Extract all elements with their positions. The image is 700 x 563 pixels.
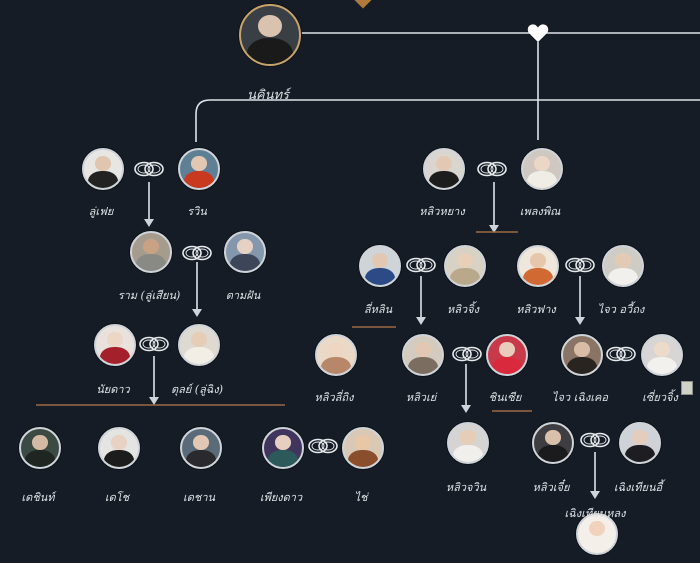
portrait-photo — [239, 4, 301, 66]
person-name: หลิวเย่ — [405, 391, 437, 404]
person-name: ไช่ — [354, 491, 368, 504]
person-name: ไจว อวี้ถง — [597, 303, 645, 316]
portrait-photo — [98, 427, 140, 469]
portrait-photo — [19, 427, 61, 469]
portrait-photo — [342, 427, 384, 469]
person-name: รวิน — [187, 205, 207, 218]
person-name: หลิวเจี๋ย — [532, 481, 570, 494]
portrait-photo — [262, 427, 304, 469]
person-name: หลิวจวิน — [445, 481, 487, 494]
wedding-rings-icon — [604, 345, 638, 363]
person-name: ตามฝัน — [225, 289, 261, 302]
person-name: เดโช — [104, 491, 130, 504]
person-name: หลิวหยาง — [419, 205, 465, 218]
portrait-photo — [423, 148, 465, 190]
person-name: เพลงพิณ — [519, 205, 561, 218]
portrait-photo — [561, 334, 603, 376]
person-name: ลู่เฟย — [88, 205, 114, 218]
portrait-photo — [486, 334, 528, 376]
note-icon — [681, 381, 693, 395]
person-name: หลิวจิ้ง — [447, 303, 479, 316]
heart-icon — [527, 23, 549, 43]
portrait-photo — [602, 245, 644, 287]
portrait-photo — [130, 231, 172, 273]
wedding-rings-icon — [563, 256, 597, 274]
wedding-rings-icon — [132, 160, 166, 178]
person-name: ลี่หลิน — [363, 303, 393, 316]
portrait-photo — [447, 422, 489, 464]
person-name: เดชาน — [182, 491, 216, 504]
person-name: เดชินท์ — [21, 491, 55, 504]
portrait-photo — [521, 148, 563, 190]
person-name: ไจว เฉิงเคอ — [552, 391, 608, 404]
wedding-rings-icon — [404, 256, 438, 274]
wedding-rings-icon — [306, 437, 340, 455]
portrait-photo — [402, 334, 444, 376]
portrait-photo — [178, 148, 220, 190]
portrait-photo — [315, 334, 357, 376]
wedding-rings-icon — [137, 335, 171, 353]
person-name: นคินทร์ — [246, 88, 290, 103]
person-name: นัยดาว — [96, 383, 130, 396]
portrait-photo — [180, 427, 222, 469]
person-name: หลิวฟาง — [516, 303, 556, 316]
portrait-photo — [576, 513, 618, 555]
portrait-photo — [619, 422, 661, 464]
person-name: เฉิงเทียนอี้ — [613, 481, 663, 494]
portrait-photo — [82, 148, 124, 190]
wedding-rings-icon — [180, 244, 214, 262]
person-name: ราม (ลู่เสียน) — [117, 289, 181, 302]
wedding-rings-icon — [450, 345, 484, 363]
portrait-photo — [532, 422, 574, 464]
person-name: เฉิงเทียนหลง — [564, 507, 626, 520]
person-name: หลิวลี่ถิง — [314, 391, 354, 404]
person-name: เซี่ยวจิ้ง — [642, 391, 678, 404]
person-name: ชินเซีย — [488, 391, 522, 404]
portrait-photo — [517, 245, 559, 287]
person-name: เพียงดาว — [259, 491, 303, 504]
wedding-rings-icon — [578, 431, 612, 449]
portrait-photo — [94, 324, 136, 366]
wedding-rings-icon — [475, 160, 509, 178]
portrait-photo — [444, 245, 486, 287]
portrait-photo — [641, 334, 683, 376]
portrait-photo — [359, 245, 401, 287]
portrait-photo — [178, 324, 220, 366]
portrait-photo — [224, 231, 266, 273]
person-name: ตุลย์ (ลู่ฉิง) — [170, 383, 223, 396]
